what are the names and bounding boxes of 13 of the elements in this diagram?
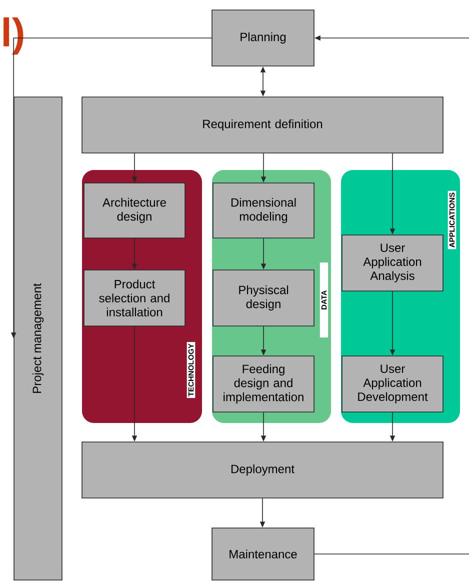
process-box: Product selection and installation	[84, 270, 186, 326]
heading-fragment: l)	[4, 17, 24, 55]
process-box: Requirement definition	[82, 96, 444, 154]
process-box: Feeding design and implementation	[212, 356, 314, 412]
process-box: Planning	[212, 10, 314, 66]
process-box: Physiscal design	[212, 270, 314, 326]
process-box: Deployment	[82, 442, 444, 498]
process-box: Maintenance	[212, 528, 314, 580]
process-box: Architecture design	[84, 182, 186, 238]
process-box: Project management	[14, 96, 62, 580]
process-box: User Application Development	[342, 356, 444, 412]
process-box: User Application Analysis	[342, 234, 444, 292]
process-box: Dimensional modeling	[212, 182, 314, 238]
